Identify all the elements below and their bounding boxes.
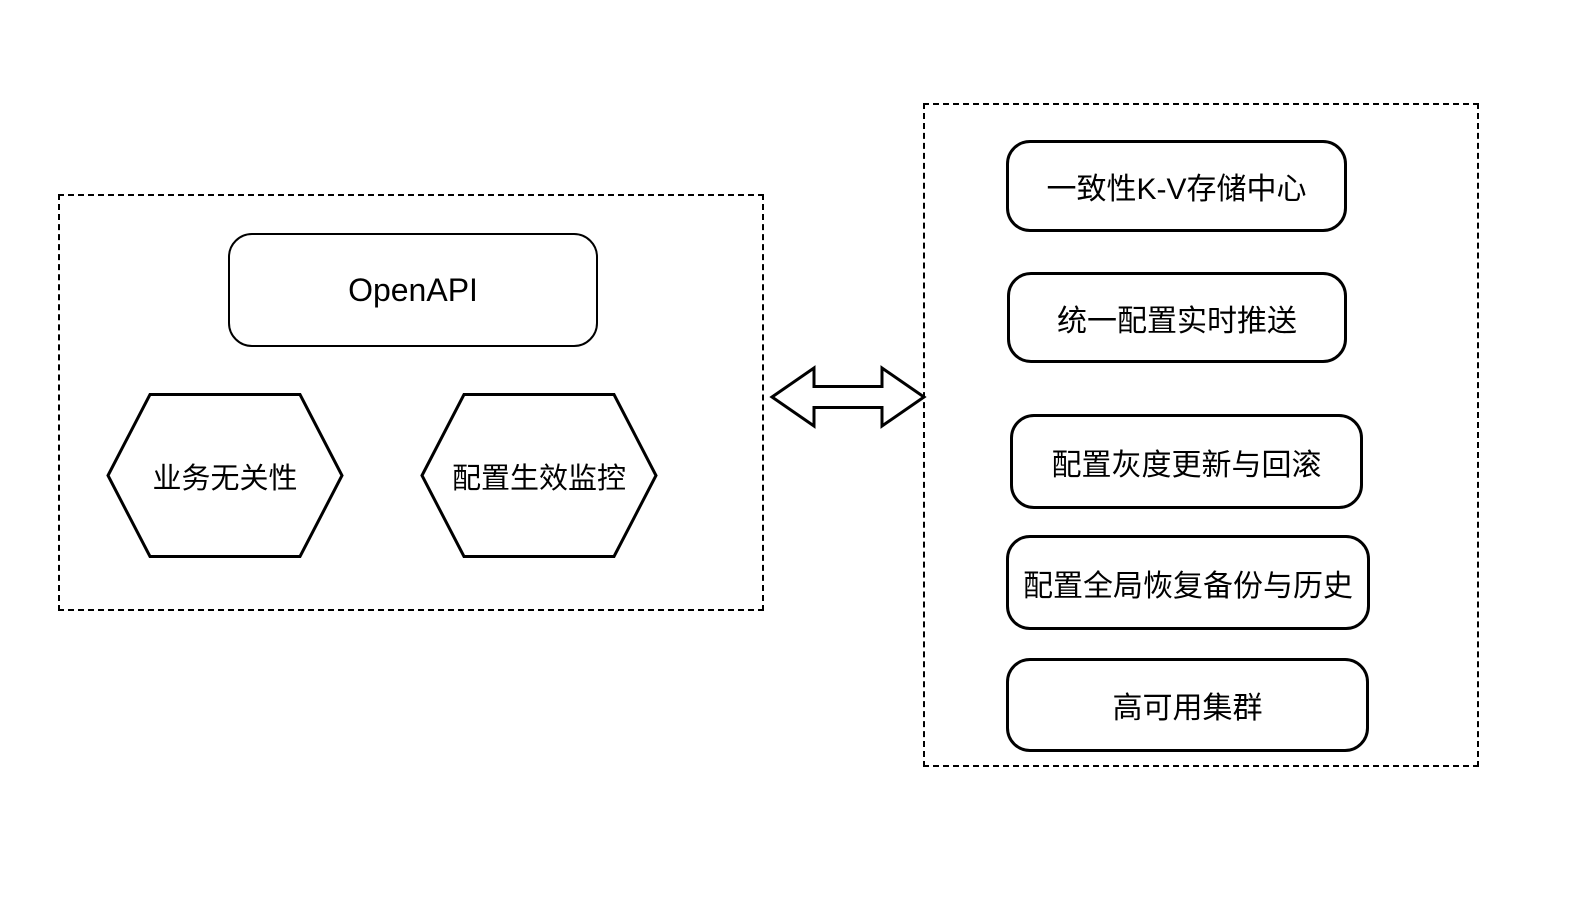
feature-node-kv-storage: 一致性K-V存储中心 [1006,140,1347,232]
right-dashed-panel: 一致性K-V存储中心 统一配置实时推送 配置灰度更新与回滚 配置全局恢复备份与历… [923,103,1479,767]
feature-label: 一致性K-V存储中心 [1046,173,1307,206]
double-arrow-icon [769,364,927,430]
openapi-node: OpenAPI [228,233,598,347]
left-dashed-panel: OpenAPI 业务无关性 配置生效监控 [58,194,764,611]
feature-node-gray-update-rollback: 配置灰度更新与回滚 [1010,414,1363,509]
hexagon-label: 业务无关性 [152,462,298,495]
feature-node-global-backup-history: 配置全局恢复备份与历史 [1006,535,1370,630]
feature-node-ha-cluster: 高可用集群 [1006,658,1369,752]
feature-label: 高可用集群 [1112,692,1263,725]
feature-node-realtime-push: 统一配置实时推送 [1007,272,1347,363]
feature-label: 配置全局恢复备份与历史 [1023,569,1353,603]
feature-label: 统一配置实时推送 [1057,304,1297,338]
hexagon-shape-icon [106,393,344,558]
feature-label: 配置灰度更新与回滚 [1051,448,1322,482]
openapi-label: OpenAPI [348,271,478,308]
hexagon-label: 配置生效监控 [451,462,626,495]
hexagon-node-config-monitor: 配置生效监控 [419,392,659,559]
hexagon-node-business-agnostic: 业务无关性 [105,392,345,559]
hexagon-shape-icon [420,393,658,558]
